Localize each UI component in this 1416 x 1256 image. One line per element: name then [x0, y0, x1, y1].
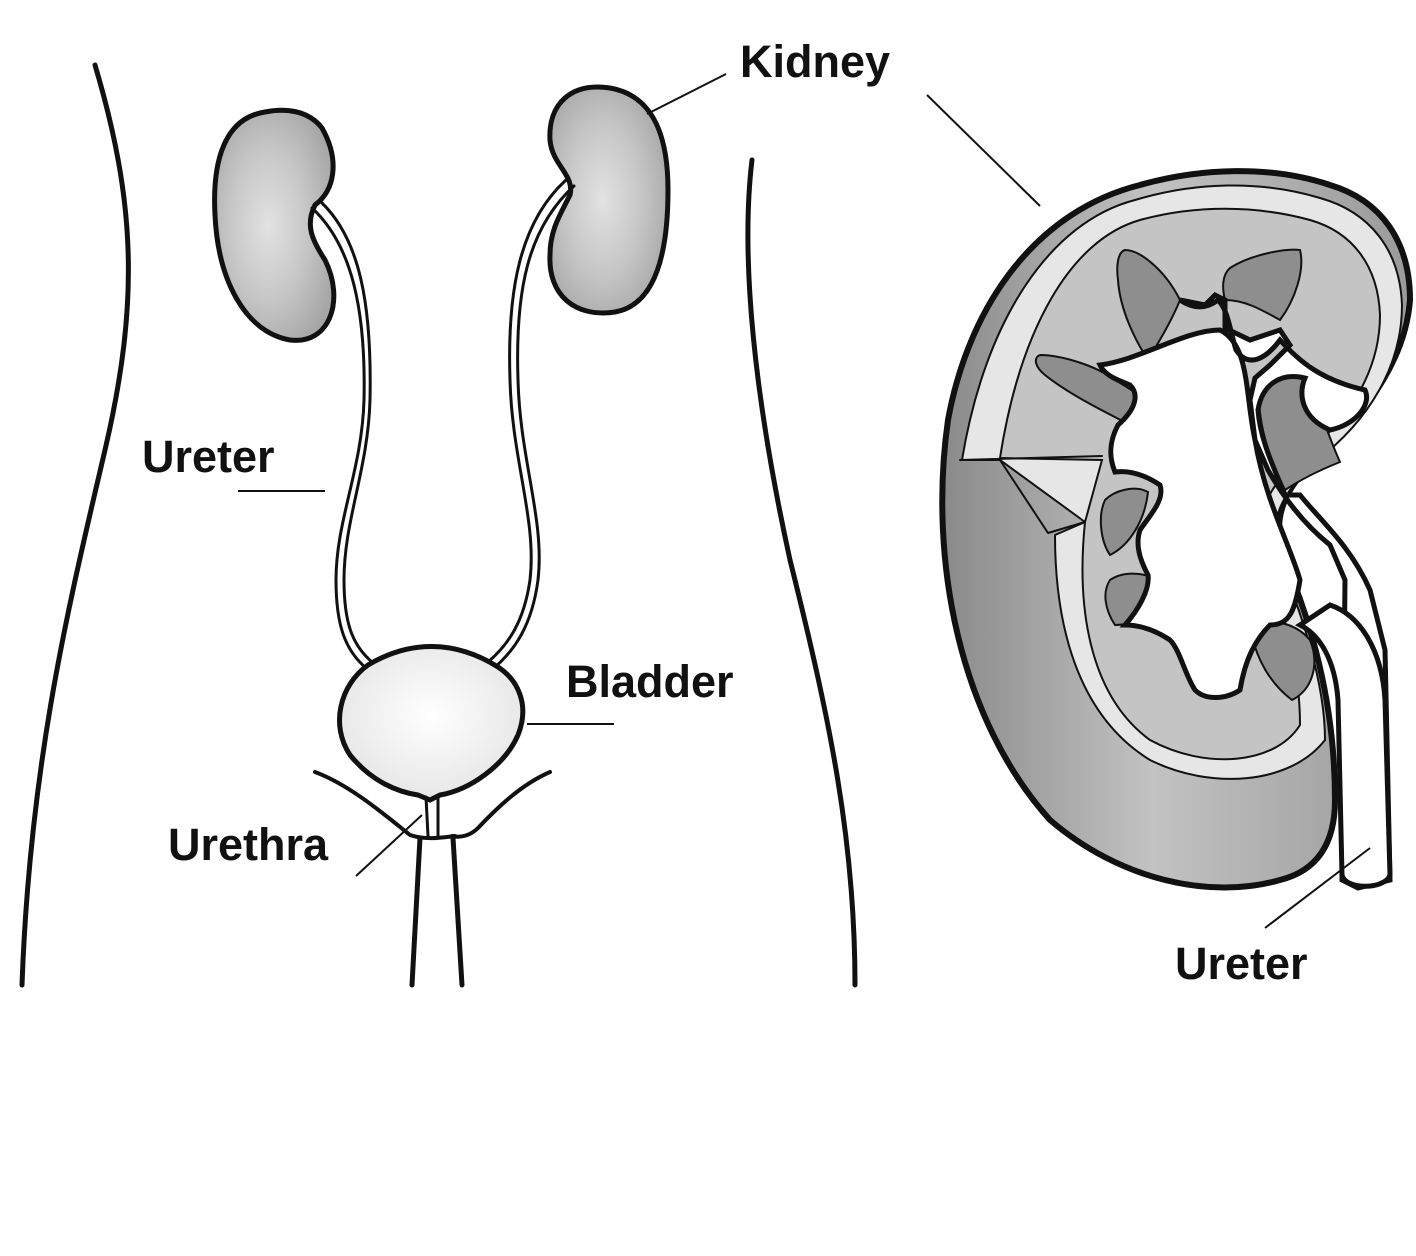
ureter-left-label-group: Ureter — [142, 431, 325, 492]
kidney-label-group: Kidney — [646, 36, 1041, 207]
kidney-leader-right — [926, 94, 1041, 207]
urethra-label-group: Urethra — [168, 814, 423, 877]
label-kidney: Kidney — [740, 36, 890, 87]
right-kidney — [547, 84, 671, 316]
left-ureter — [310, 201, 374, 670]
bladder-label-group: Bladder — [527, 656, 734, 725]
bladder — [337, 644, 526, 803]
label-urethra: Urethra — [168, 819, 329, 870]
left-kidney — [212, 107, 337, 343]
ureter-right-label-group: Ureter — [1175, 847, 1371, 989]
kidney-leader-left — [646, 73, 727, 115]
label-ureter-left: Ureter — [142, 431, 275, 482]
ureter-tube — [1295, 602, 1393, 889]
right-ureter — [486, 178, 576, 670]
urethra-leader — [355, 814, 423, 877]
urethra — [409, 795, 465, 988]
label-ureter-right: Ureter — [1175, 938, 1308, 989]
body-outline — [19, 62, 858, 988]
label-bladder: Bladder — [566, 656, 734, 707]
kidney-cross-section — [939, 168, 1414, 891]
ureter-right-leader — [1264, 847, 1371, 929]
renal-pyramids — [1034, 248, 1342, 702]
renal-pelvis — [1096, 291, 1393, 891]
pelvis-outline — [313, 770, 552, 841]
